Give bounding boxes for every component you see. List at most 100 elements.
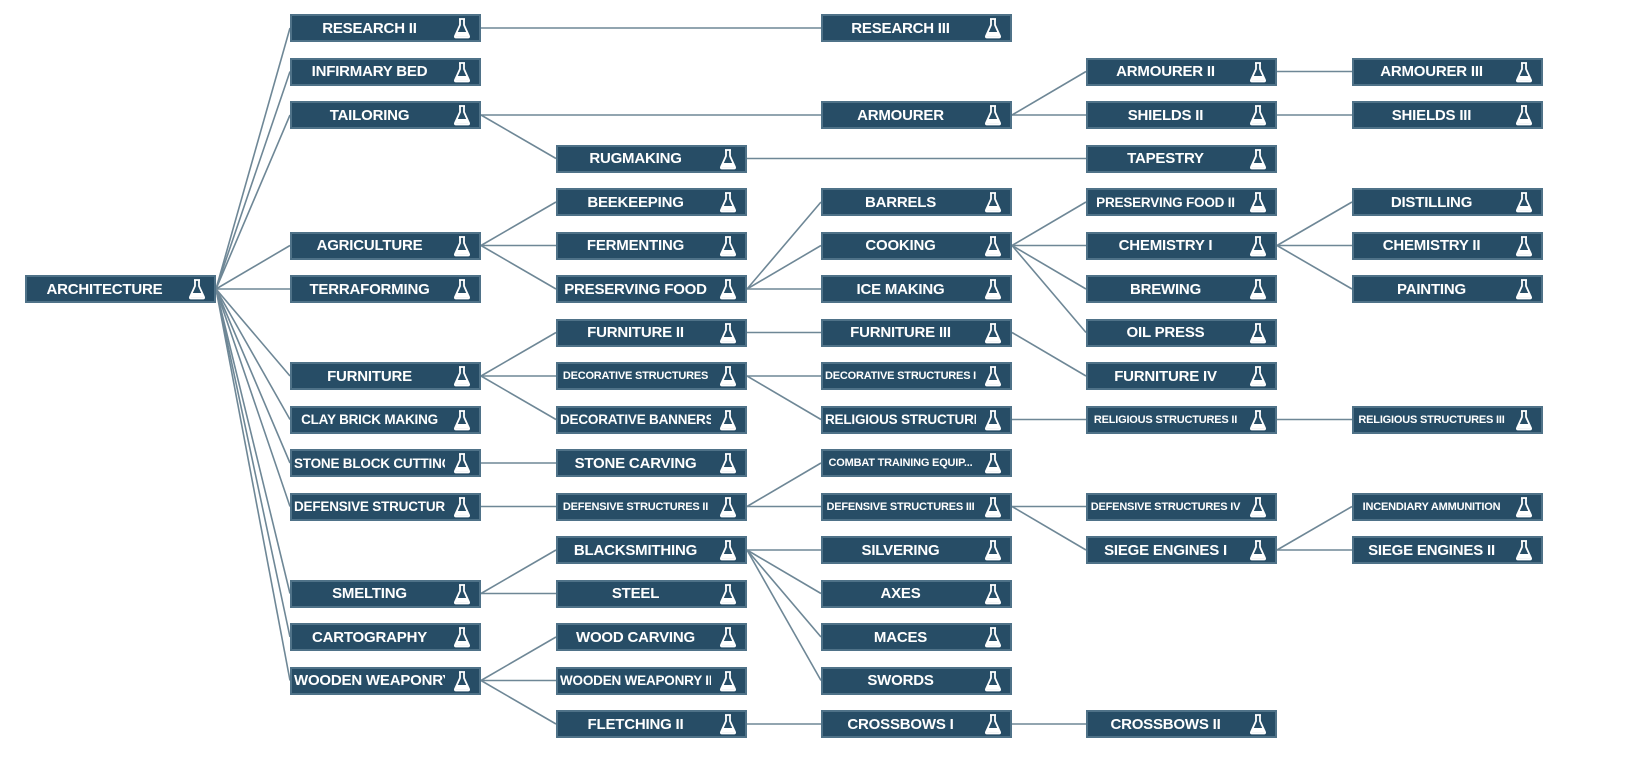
tech-node-furniture4[interactable]: FURNITURE IV xyxy=(1086,362,1277,390)
tech-node-maces[interactable]: MACES xyxy=(821,623,1012,651)
tech-node-blacksmithing[interactable]: BLACKSMITHING xyxy=(556,536,747,564)
tech-node-silvering[interactable]: SILVERING xyxy=(821,536,1012,564)
tech-node-defensive2[interactable]: DEFENSIVE STRUCTURES II xyxy=(556,492,747,521)
tech-node-crossbows1[interactable]: CROSSBOWS I xyxy=(821,710,1012,738)
tech-node-fermenting[interactable]: FERMENTING xyxy=(556,231,747,260)
tech-node-stonecarving[interactable]: STONE CARVING xyxy=(556,449,747,477)
tech-node-agriculture[interactable]: AGRICULTURE xyxy=(290,231,481,260)
edge-armourer-to-armourer2 xyxy=(1011,70,1087,116)
tech-node-religious3[interactable]: RELIGIOUS STRUCTURES III xyxy=(1352,405,1543,434)
tech-node-crossbows2[interactable]: CROSSBOWS II xyxy=(1086,710,1277,738)
tech-node-preserving2[interactable]: PRESERVING FOOD II xyxy=(1086,188,1277,216)
tech-node-armourer2[interactable]: ARMOURER II xyxy=(1086,57,1277,86)
tech-node-furniture3[interactable]: FURNITURE III xyxy=(821,318,1012,347)
tech-node-decorative[interactable]: DECORATIVE STRUCTURES xyxy=(556,362,747,390)
flask-icon xyxy=(711,669,745,693)
tech-node-distilling[interactable]: DISTILLING xyxy=(1352,188,1543,216)
edge-architecture-to-stoneblock xyxy=(215,288,291,464)
tech-node-furniture2[interactable]: FURNITURE II xyxy=(556,318,747,347)
tech-node-siege2[interactable]: SIEGE ENGINES II xyxy=(1352,536,1543,564)
edge-architecture-to-cartography xyxy=(215,288,291,638)
tech-node-icemaking[interactable]: ICE MAKING xyxy=(821,275,1012,303)
tech-node-painting[interactable]: PAINTING xyxy=(1352,275,1543,303)
tech-node-steel[interactable]: STEEL xyxy=(556,579,747,608)
tech-node-label: BLACKSMITHING xyxy=(573,541,698,559)
tech-node-cartography[interactable]: CARTOGRAPHY xyxy=(290,623,481,651)
tech-node-axes[interactable]: AXES xyxy=(821,579,1012,608)
flask-icon xyxy=(1507,60,1541,84)
tech-node-swords[interactable]: SWORDS xyxy=(821,666,1012,695)
edge-cooking-to-brewing xyxy=(1011,244,1087,290)
tech-node-defensive4[interactable]: DEFENSIVE STRUCTURES IV xyxy=(1086,492,1277,521)
flask-icon xyxy=(976,321,1010,345)
tech-node-woodcarving[interactable]: WOOD CARVING xyxy=(556,623,747,651)
tech-node-label: RESEARCH II xyxy=(322,19,417,37)
tech-node-label: FURNITURE II xyxy=(587,324,684,341)
tech-node-shields3[interactable]: SHIELDS III xyxy=(1352,101,1543,129)
tech-node-label: AXES xyxy=(880,585,921,602)
tech-node-stoneblock[interactable]: STONE BLOCK CUTTING xyxy=(290,449,481,477)
flask-icon xyxy=(1241,234,1275,258)
flask-icon xyxy=(445,669,479,693)
tech-node-religious[interactable]: RELIGIOUS STRUCTURES xyxy=(821,405,1012,434)
edge-architecture-to-furniture xyxy=(215,288,291,377)
tech-node-research3[interactable]: RESEARCH III xyxy=(821,14,1012,42)
tech-node-label: DECORATIVE STRUCTURES xyxy=(562,370,709,382)
flask-icon xyxy=(1241,190,1275,214)
tech-node-label: WOOD CARVING xyxy=(576,628,695,646)
tech-node-research2[interactable]: RESEARCH II xyxy=(290,14,481,42)
tech-node-label: BREWING xyxy=(1129,280,1202,298)
tech-node-infirmary[interactable]: INFIRMARY BED xyxy=(290,57,481,86)
tech-node-shields2[interactable]: SHIELDS II xyxy=(1086,101,1277,129)
flask-icon xyxy=(711,451,745,475)
tech-node-barrels[interactable]: BARRELS xyxy=(821,188,1012,216)
edge-smelting-to-blacksmithing xyxy=(480,549,557,595)
tech-node-oilpress[interactable]: OIL PRESS xyxy=(1086,318,1277,347)
tech-node-brewing[interactable]: BREWING xyxy=(1086,275,1277,303)
edge-siege1-to-incendiary xyxy=(1276,505,1353,551)
tech-node-terraforming[interactable]: TERRAFORMING xyxy=(290,275,481,303)
tech-node-preserving[interactable]: PRESERVING FOOD xyxy=(556,275,747,303)
tech-node-label: FLETCHING II xyxy=(587,715,684,733)
flask-icon xyxy=(976,625,1010,649)
tech-node-furniture[interactable]: FURNITURE xyxy=(290,362,481,390)
flask-icon xyxy=(1241,408,1275,432)
tech-node-armourer[interactable]: ARMOURER xyxy=(821,101,1012,129)
tech-node-chemistry1[interactable]: CHEMISTRY I xyxy=(1086,231,1277,260)
edge-chemistry1-to-distilling xyxy=(1276,201,1353,247)
tech-node-tailoring[interactable]: TAILORING xyxy=(290,101,481,129)
tech-node-decorative2[interactable]: DECORATIVE STRUCTURES II xyxy=(821,362,1012,390)
tech-node-claybrick[interactable]: CLAY BRICK MAKING xyxy=(290,405,481,434)
flask-icon xyxy=(445,103,479,127)
tech-node-combattraining[interactable]: COMBAT TRAINING EQUIP... xyxy=(821,449,1012,477)
tech-node-beekeeping[interactable]: BEEKEEPING xyxy=(556,188,747,216)
tech-node-woodenweaponry2[interactable]: WOODEN WEAPONRY II xyxy=(556,666,747,695)
flask-icon xyxy=(711,582,745,606)
tech-node-defensive[interactable]: DEFENSIVE STRUCTURES xyxy=(290,492,481,521)
flask-icon xyxy=(976,669,1010,693)
tech-node-cooking[interactable]: COOKING xyxy=(821,231,1012,260)
tech-node-defensive3[interactable]: DEFENSIVE STRUCTURES III xyxy=(821,492,1012,521)
edge-architecture-to-infirmary xyxy=(215,71,291,290)
flask-icon xyxy=(976,408,1010,432)
tech-node-label: INFIRMARY BED xyxy=(311,63,428,80)
flask-icon xyxy=(1507,190,1541,214)
tech-node-label: AGRICULTURE xyxy=(316,237,423,254)
tech-node-armourer3[interactable]: ARMOURER III xyxy=(1352,57,1543,86)
tech-node-woodenweaponry[interactable]: WOODEN WEAPONRY xyxy=(290,666,481,695)
tech-node-banners[interactable]: DECORATIVE BANNERS xyxy=(556,405,747,434)
edge-preserving-to-cooking xyxy=(746,244,822,290)
edge-cooking-to-oilpress xyxy=(1011,244,1087,334)
tech-node-smelting[interactable]: SMELTING xyxy=(290,579,481,608)
tech-node-fletching2[interactable]: FLETCHING II xyxy=(556,710,747,738)
tech-node-chemistry2[interactable]: CHEMISTRY II xyxy=(1352,231,1543,260)
tech-node-siege1[interactable]: SIEGE ENGINES I xyxy=(1086,536,1277,564)
tech-node-religious2[interactable]: RELIGIOUS STRUCTURES II xyxy=(1086,405,1277,434)
tech-node-rugmaking[interactable]: RUGMAKING xyxy=(556,144,747,173)
tech-node-tapestry[interactable]: TAPESTRY xyxy=(1086,144,1277,173)
tech-node-architecture[interactable]: ARCHITECTURE xyxy=(25,275,216,303)
tech-node-incendiary[interactable]: INCENDIARY AMMUNITION xyxy=(1352,492,1543,521)
flask-icon xyxy=(711,321,745,345)
tech-node-label: SILVERING xyxy=(861,541,940,559)
flask-icon xyxy=(976,582,1010,606)
